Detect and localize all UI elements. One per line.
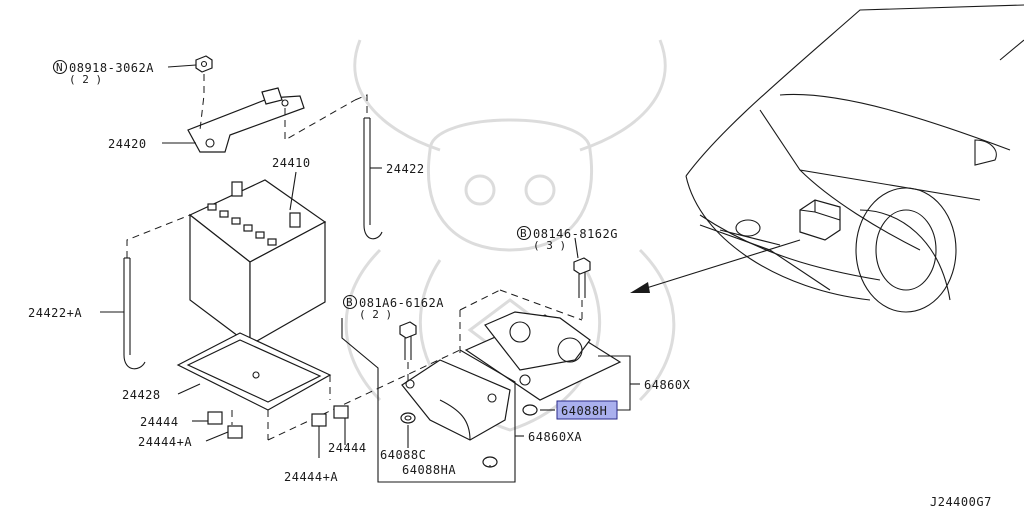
hold-rod-left xyxy=(123,257,146,370)
battery-location-marker xyxy=(799,199,841,241)
label-24444-plus-a-left: 24444+A xyxy=(138,435,192,449)
vehicle-outline xyxy=(685,4,1024,313)
cover-bracket-lower xyxy=(401,359,511,441)
label-24420: 24420 xyxy=(108,137,147,151)
label-64088H-highlighted[interactable]: 64088H xyxy=(561,404,607,418)
code-b-letter-lower: B xyxy=(346,296,353,309)
code-b-badge-upper xyxy=(516,225,532,241)
battery-cell-caps xyxy=(207,203,277,246)
label-24444-plus-a-bottom: 24444+A xyxy=(284,470,338,484)
location-arrow xyxy=(630,239,801,293)
drawing-code: J24400G7 xyxy=(930,495,992,509)
label-64088HA: 64088HA xyxy=(402,463,456,477)
grommet-icon xyxy=(400,412,416,424)
label-qty-2-upper: ( 2 ) xyxy=(69,73,102,86)
nut-icon xyxy=(195,55,213,73)
highlight-box xyxy=(556,400,618,420)
code-b-letter-upper: B xyxy=(520,227,527,240)
battery-cover-upper xyxy=(464,311,622,401)
label-qty-2-lower: ( 2 ) xyxy=(359,308,392,321)
seal-icon-upper xyxy=(522,404,538,416)
watermark-emblem xyxy=(344,39,676,432)
bolt-icon-lower xyxy=(399,321,417,360)
code-b-badge-lower xyxy=(342,294,358,310)
label-081A6-6162A: 081A6-6162A xyxy=(359,296,444,310)
label-qty-3: ( 3 ) xyxy=(533,239,566,252)
label-64860X: 64860X xyxy=(644,378,691,392)
label-24422: 24422 xyxy=(386,162,425,176)
label-64860XA: 64860XA xyxy=(528,430,582,444)
label-24428: 24428 xyxy=(122,388,161,402)
label-24444-right: 24444 xyxy=(328,441,367,455)
label-24410: 24410 xyxy=(272,156,311,170)
label-08146-8162G: 08146-8162G xyxy=(533,227,618,241)
battery-hold-bracket xyxy=(187,87,305,153)
battery xyxy=(188,179,327,347)
label-24422-plus-a: 24422+A xyxy=(28,306,82,320)
tray-clips xyxy=(207,405,349,439)
code-n-letter: N xyxy=(56,61,63,74)
code-n-badge xyxy=(52,59,68,75)
label-24444-left: 24444 xyxy=(140,415,179,429)
hold-rod-right xyxy=(363,117,383,240)
label-08918-3062A: 08918-3062A xyxy=(69,61,154,75)
battery-tray xyxy=(176,332,332,411)
bolt-icon-upper xyxy=(573,257,591,298)
label-64088C: 64088C xyxy=(380,448,426,462)
